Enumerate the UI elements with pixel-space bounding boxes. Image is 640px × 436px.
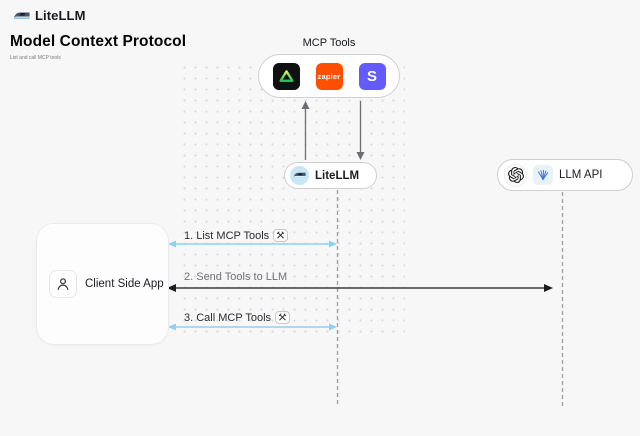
zapier-icon: zapier: [315, 62, 343, 90]
client-node-label: Client Side App: [85, 278, 164, 290]
client-side-app-node: Client Side App: [36, 223, 169, 345]
llm-provider-fan-icon: [533, 165, 553, 185]
message-label-1: 1. List MCP Tools: [184, 229, 289, 242]
litellm-train-icon: [290, 166, 309, 185]
llm-api-node-label: LLM API: [559, 169, 603, 181]
page-title: Model Context Protocol: [10, 33, 187, 50]
brand-name: LiteLLM: [35, 8, 86, 23]
mcp-tools-label: MCP Tools: [302, 37, 356, 49]
page-subtitle: List and call MCP tools: [10, 55, 61, 61]
litellm-train-icon: [13, 11, 30, 19]
message-label-3: 3. Call MCP Tools: [184, 311, 291, 324]
crossed-tools-icon: [275, 311, 291, 324]
message-label-2: 2. Send Tools to LLM: [184, 271, 288, 283]
stripe-icon: S: [358, 62, 386, 90]
message-arrow-3: [168, 323, 337, 331]
crossed-tools-icon: [273, 229, 289, 242]
message-arrow-1: [168, 240, 337, 248]
person-icon: [49, 270, 77, 298]
llm-api-node: LLM API: [497, 159, 633, 191]
mcp-tools-node: zapier S: [258, 54, 400, 98]
openai-icon: [504, 163, 527, 187]
litellm-to-mcp-arrow: [301, 101, 310, 160]
brand: LiteLLM: [13, 8, 86, 23]
message-arrow-2: [167, 284, 553, 292]
mcp-to-litellm-arrow: [356, 101, 365, 160]
litellm-node: LiteLLM: [284, 162, 377, 189]
green-triangle-tool-icon: [272, 62, 300, 90]
litellm-node-label: LiteLLM: [315, 169, 360, 182]
